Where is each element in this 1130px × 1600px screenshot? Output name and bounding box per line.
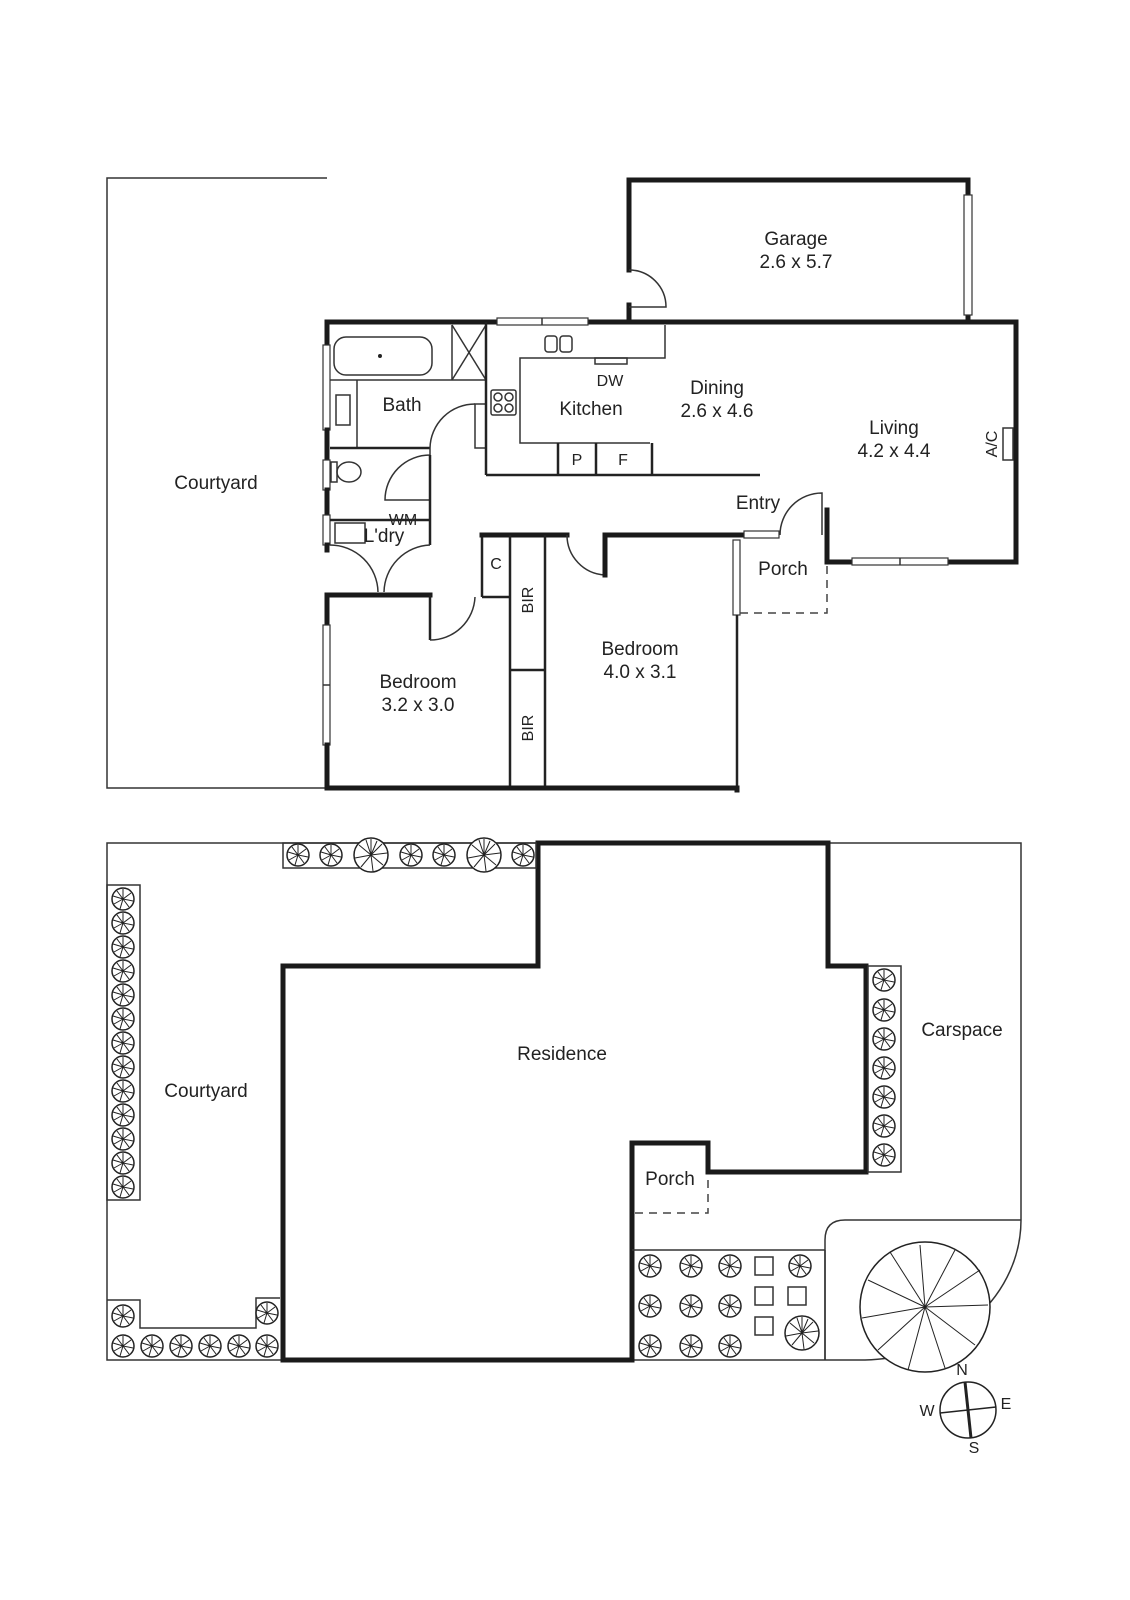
room-label-bath: Bath [382,395,421,416]
compass-icon: N S E W [919,1362,1011,1457]
fixture-pantry: P [572,452,583,469]
compass-east-label: E [1001,1396,1012,1413]
fixture-washing-machine: WM [389,512,417,529]
residence-outline [280,840,869,1363]
compass-north-label: N [956,1362,968,1379]
fixture-bir-1: BIR [520,587,537,614]
room-label-porch: Porch [758,559,808,580]
site-label-courtyard: Courtyard [164,1081,247,1102]
floor-plan: Garage 2.6 x 5.7 Bath Kitchen Dining 2.6… [106,177,1019,793]
room-label-courtyard: Courtyard [174,473,257,494]
fixture-bir-2: BIR [520,715,537,742]
fixture-fridge: F [618,452,628,469]
compass-west-label: W [919,1403,935,1420]
room-dims-dining: 2.6 x 4.6 [681,401,754,422]
room-dims-living: 4.2 x 4.4 [858,441,931,462]
room-dims-bedroom-2: 4.0 x 3.1 [604,662,677,683]
site-label-carspace: Carspace [921,1020,1002,1041]
fixture-dishwasher: DW [597,373,625,390]
room-label-dining: Dining [690,378,744,399]
room-label-kitchen: Kitchen [559,399,622,420]
site-plan: Courtyard Residence Carspace Porch [106,837,1022,1373]
room-dims-garage: 2.6 x 5.7 [760,252,833,273]
fixture-air-conditioner: A/C [984,431,1001,458]
room-label-garage: Garage [764,229,827,250]
room-dims-bedroom-1: 3.2 x 3.0 [382,695,455,716]
tree-icon [859,1241,991,1373]
compass-south-label: S [969,1440,980,1457]
room-label-living: Living [869,418,919,439]
courtyard-boundary [106,177,327,789]
room-label-entry: Entry [736,493,781,514]
fixture-cupboard: C [490,556,502,573]
room-label-bedroom-2: Bedroom [601,639,678,660]
room-label-bedroom-1: Bedroom [379,672,456,693]
room-label-laundry: L'dry [364,526,405,547]
site-label-residence: Residence [517,1044,607,1065]
site-label-porch: Porch [645,1169,695,1190]
